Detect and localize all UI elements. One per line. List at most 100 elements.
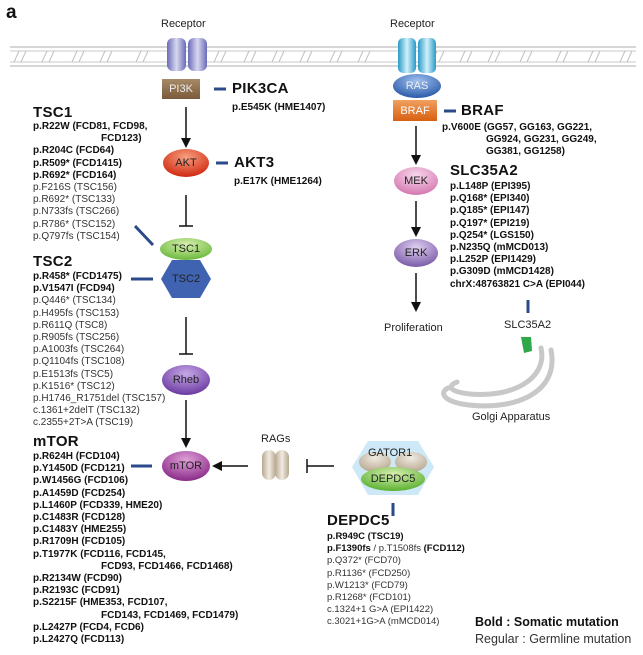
ras-label: RAS — [405, 80, 429, 92]
depdc5-node-label: DEPDC5 — [370, 473, 416, 485]
mutation-item: c.1361+2delT (TSC132) — [33, 405, 140, 417]
mutations-tsc1: p.R22W (FCD81, FCD98,FCD123)p.R204C (FCD… — [33, 121, 147, 243]
mutations-braf: p.V600E (GG57, GG163, GG221,GG924, GG231… — [442, 122, 597, 159]
mutation-item: p.Q797fs (TSC154) — [33, 230, 120, 242]
mutations-akt3: p.E17K (HME1264) — [234, 176, 322, 188]
mutation-item: p.R1268* (FCD101) — [327, 592, 411, 604]
gator1-label: GATOR1 — [368, 447, 413, 459]
mutation-item: p.R509* (FCD1415) — [33, 157, 122, 169]
ras-node — [393, 74, 441, 98]
gene-tsc2: TSC2 — [33, 253, 73, 270]
mutation-item: chrX:48763821 C>A (EPI044) — [450, 278, 585, 290]
mutation-item: p.R458* (FCD1475) — [33, 271, 122, 282]
mutation-item: p.L2427P (FCD4, FCD6) — [33, 621, 144, 633]
inhibit-akt-tsc — [179, 195, 193, 227]
mutation-item: p.A1003fs (TSC264) — [33, 344, 125, 356]
mutation-item: p.R22W (FCD81, FCD98, — [33, 121, 148, 132]
legend-regular: Regular : Germline mutation — [475, 632, 632, 646]
slc35a2-marker — [521, 337, 532, 353]
mutation-item: p.E17K (HME1264) — [234, 176, 322, 187]
mutations-mtor: p.R624H (FCD104)p.Y1450D (FCD121)p.W1456… — [33, 451, 238, 646]
gator1-complex — [352, 441, 434, 495]
mutation-item: c.1324+1 G>A (EPI1422) — [327, 604, 434, 616]
mutation-item: c.3021+1G>A (mMCD014) — [327, 616, 440, 628]
mutation-item: p.C1483R (FCD128) — [33, 512, 126, 524]
mutation-item: p.R624H (FCD104) — [33, 451, 120, 462]
mutation-item: p.T1977K (FCD116, FCD145, — [33, 548, 166, 560]
mek-label: MEK — [404, 175, 428, 187]
mutation-item: p.R692* (FCD164) — [33, 169, 117, 181]
mutation-item: p.F216S (TSC156) — [33, 182, 117, 194]
mutation-item: p.E545K (HME1407) — [232, 102, 326, 113]
tsc1-label: TSC1 — [171, 243, 201, 255]
mutation-item: p.Q254* (LGS150) — [450, 229, 534, 241]
proliferation-label: Proliferation — [384, 322, 443, 334]
mutations-tsc2: p.R458* (FCD1475)p.V1547I (FCD94)p.Q446*… — [33, 271, 165, 430]
mutation-item: p.R786* (TSC152) — [33, 218, 116, 230]
mutation-item: p.Q168* (EPI340) — [450, 193, 530, 205]
receptor-left-label: Receptor — [161, 18, 206, 30]
erk-label: ERK — [404, 247, 428, 259]
erk-node — [394, 239, 438, 267]
mutation-item: p.N733fs (TSC266) — [33, 206, 120, 218]
mutation-item: p.Q197* (EPI219) — [450, 217, 530, 229]
mutation-item: p.H1746_R1751del (TSC157) — [33, 393, 166, 405]
golgi-apparatus — [441, 345, 555, 409]
braf-node — [393, 100, 437, 121]
legend: Bold : Somatic mutation Regular : Germli… — [475, 614, 631, 648]
gene-braf: BRAF — [461, 102, 504, 119]
rags-node — [262, 450, 289, 480]
mutation-item: p.R692* (TSC133) — [33, 194, 116, 206]
golgi-label: Golgi Apparatus — [472, 411, 551, 423]
mutation-item: p.W1456G (FCD106) — [33, 475, 129, 487]
mutation-item: p.Q446* (TSC134) — [33, 295, 116, 307]
mutation-item: p.Q372* (FCD70) — [327, 555, 401, 567]
legend-bold: Bold : Somatic mutation — [475, 615, 619, 629]
mutations-depdc5: p.R949C (TSC19)p.F1390fs / p.T1508fs (FC… — [327, 531, 465, 629]
gene-slc35a2: SLC35A2 — [450, 162, 518, 179]
mutation-item: p.A1459D (FCD254) — [33, 487, 126, 499]
rheb-label: Rheb — [172, 374, 200, 386]
mutation-item: p.R2134W (FCD90) — [33, 573, 122, 585]
mutation-item: p.G309D (mMCD1428) — [450, 266, 554, 278]
mutation-item: p.H495fs (TSC153) — [33, 307, 120, 319]
receptor-left — [167, 38, 207, 71]
mutation-item: p.L148P (EPI395) — [450, 181, 531, 192]
mek-node — [394, 167, 438, 195]
mtor-node — [162, 451, 210, 481]
tsc2-node — [161, 260, 211, 298]
akt-label: AKT — [175, 157, 197, 169]
slc35a2-label: SLC35A2 — [504, 319, 552, 331]
panel-label: a — [6, 2, 17, 23]
mutation-item: GG381, GG1258) — [486, 146, 565, 158]
mutation-item: p.E1513fs (TSC5) — [33, 368, 114, 380]
mutation-item: GG924, GG231, GG249, — [486, 134, 597, 146]
mutation-item: p.R905fs (TSC256) — [33, 332, 120, 344]
tsc2-label: TSC2 — [171, 273, 201, 285]
inhibit-gator-rags — [306, 459, 334, 473]
mutation-item: p.R949C (TSC19) — [327, 531, 404, 542]
gene-pik3ca: PIK3CA — [232, 80, 289, 97]
tsc1-node — [160, 238, 212, 260]
mutations-pik3ca: p.E545K (HME1407) — [232, 102, 325, 114]
pi3k-label: PI3K — [169, 83, 193, 95]
mutation-item: p.L2427Q (FCD113) — [33, 634, 125, 646]
mutation-item: p.C1483Y (HME255) — [33, 524, 127, 536]
mutation-item: FCD123) — [101, 133, 142, 145]
mutation-item: p.F1390fs / p.T1508fs (FCD112) — [327, 543, 465, 555]
mutation-item: p.R1136* (FCD250) — [327, 567, 411, 579]
receptor-right-label: Receptor — [390, 18, 435, 30]
mutation-item: p.Y1450D (FCD121) — [33, 463, 125, 475]
receptor-right — [398, 38, 436, 73]
mutation-item: p.N235Q (mMCD013) — [450, 242, 549, 254]
gene-akt3: AKT3 — [234, 154, 275, 171]
mutation-item: p.W1213* (FCD79) — [327, 579, 408, 591]
cell-membrane — [10, 46, 636, 67]
mutation-item: p.L252P (EPI1429) — [450, 254, 536, 266]
mutations-slc35a2: p.L148P (EPI395)p.Q168* (EPI340)p.Q185* … — [450, 181, 585, 291]
mutation-item: FCD93, FCD1466, FCD1468) — [101, 560, 233, 572]
mutation-item: FCD143, FCD1469, FCD1479) — [101, 609, 239, 621]
mutation-item: c.2355+2T>A (TSC19) — [33, 417, 134, 429]
gene-depdc5: DEPDC5 — [327, 512, 390, 529]
